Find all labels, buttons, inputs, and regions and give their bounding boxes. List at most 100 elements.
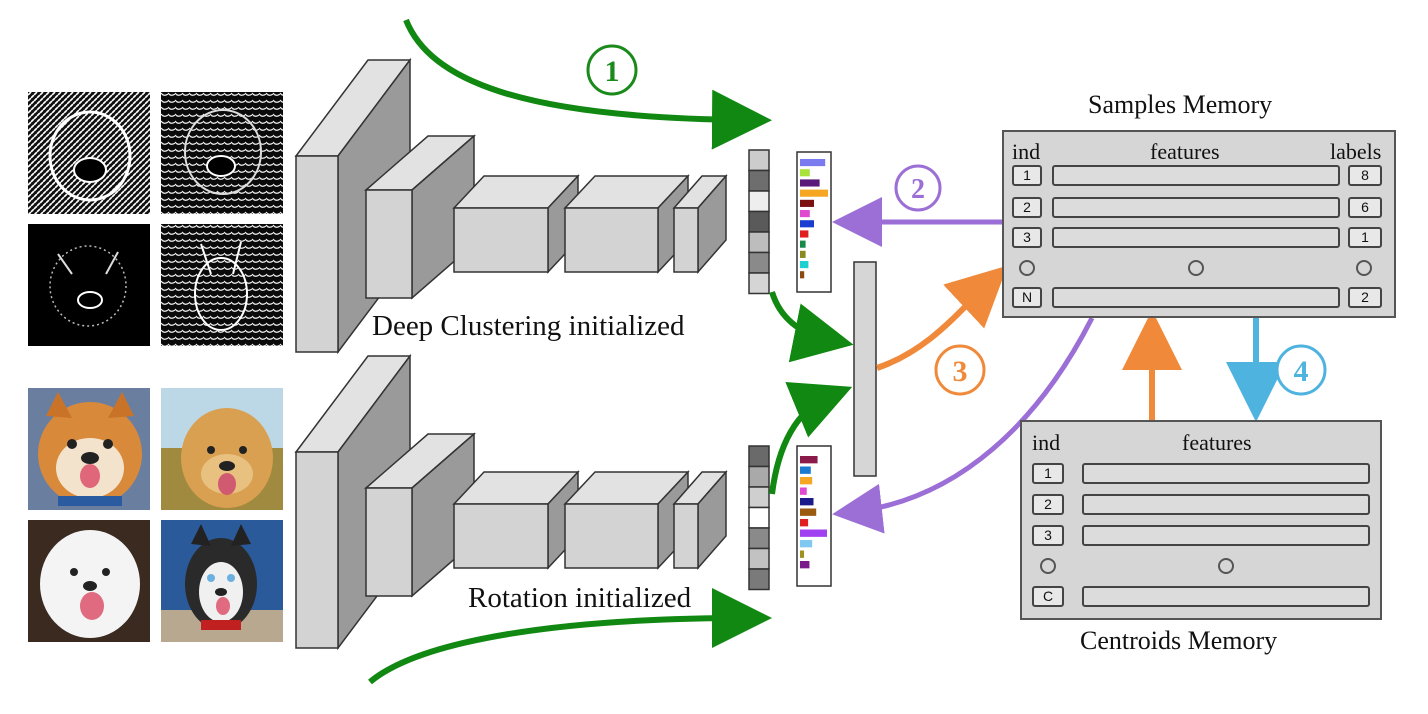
- histogram-bar: [800, 487, 807, 495]
- edge-image-1: [28, 92, 150, 214]
- centroids-memory-panel: ind features 1 2 3 C: [1020, 420, 1382, 620]
- samples-row-features: [1052, 165, 1340, 186]
- feature-cell: [748, 506, 770, 529]
- histogram-bar: [800, 508, 817, 516]
- dog-photo-shiba: [28, 388, 150, 510]
- arrow-step1-top: [403, 18, 772, 150]
- step-1-number: 1: [605, 55, 620, 88]
- feature-cell: [748, 486, 770, 509]
- histogram-top: [800, 159, 828, 279]
- samples-row-ind: 3: [1012, 227, 1042, 248]
- arrow-step3: [876, 265, 1008, 371]
- arrow-step1-bottom: [368, 588, 772, 685]
- ellipsis-dot: [1218, 558, 1234, 574]
- histogram-bar: [800, 466, 811, 474]
- feature-vector-top: [748, 149, 770, 295]
- histogram-bar: [800, 529, 827, 537]
- concat-feature-bar: [853, 261, 877, 477]
- dog-photo-samoyed: [28, 520, 150, 642]
- feature-cell: [748, 169, 770, 192]
- dog-photo-golden: [161, 388, 283, 510]
- ellipsis-dot: [1188, 260, 1204, 276]
- samples-row-features: [1052, 197, 1340, 218]
- step-3-number: 3: [953, 355, 968, 388]
- arrow-step2-bottom: [832, 316, 1095, 534]
- samples-header-ind: ind: [1012, 139, 1041, 164]
- step-4-number: 4: [1294, 355, 1309, 388]
- feature-cell: [748, 231, 770, 254]
- samples-row-ind: N: [1012, 287, 1042, 308]
- histogram-bar: [800, 519, 809, 527]
- samples-row-features: [1052, 287, 1340, 308]
- edge-image-3: [28, 224, 150, 346]
- feature-vector-bottom: [748, 445, 770, 591]
- histogram-bar: [800, 456, 818, 464]
- step-2-number: 2: [911, 174, 925, 205]
- histogram-bar: [800, 220, 814, 228]
- step-2-badge: 2: [894, 164, 942, 212]
- rotation-label: Rotation initialized: [468, 582, 692, 614]
- cnn-bottom: [294, 353, 728, 651]
- step-4-badge: 4: [1275, 344, 1327, 396]
- edge-image-4: [161, 224, 283, 346]
- samples-row-features: [1052, 227, 1340, 248]
- histogram-bar: [800, 561, 810, 569]
- samples-row-label: 6: [1348, 197, 1382, 218]
- arrow-top-to-concat: [769, 291, 854, 363]
- feature-cell: [748, 210, 770, 233]
- centroids-memory-title: Centroids Memory: [1080, 626, 1278, 655]
- step-3-badge: 3: [934, 344, 986, 396]
- histogram-bottom: [800, 456, 827, 569]
- feature-cell: [748, 149, 770, 172]
- feature-cell: [748, 527, 770, 550]
- samples-row-ind: 1: [1012, 165, 1042, 186]
- histogram-bar: [800, 477, 813, 485]
- samples-header-labels: labels: [1330, 139, 1382, 164]
- histogram-bar: [800, 210, 810, 218]
- histogram-bar: [800, 250, 806, 258]
- centroids-row-features: [1082, 463, 1370, 484]
- feature-cell: [748, 465, 770, 488]
- histogram-bar: [800, 261, 809, 269]
- histogram-bar: [800, 199, 814, 207]
- samples-row-ind: 2: [1012, 197, 1042, 218]
- dog-photo-husky: [161, 520, 283, 642]
- samples-memory-panel: ind features labels 1 8 2 6 3 1 N 2: [1002, 130, 1396, 318]
- histogram-bar: [800, 189, 828, 197]
- centroids-row-ind: 3: [1032, 525, 1064, 546]
- centroids-row-ind: 2: [1032, 494, 1064, 515]
- feature-cell: [748, 568, 770, 591]
- feature-cell: [748, 272, 770, 295]
- edge-image-2: [161, 92, 283, 214]
- centroids-row-features: [1082, 525, 1370, 546]
- feature-cell: [748, 547, 770, 570]
- centroids-row-features: [1082, 586, 1370, 607]
- histogram-bar: [800, 271, 805, 279]
- feature-cell: [748, 251, 770, 274]
- cnn-top: [294, 57, 728, 355]
- histogram-bar: [800, 179, 820, 187]
- arrow-bottom-to-concat: [769, 381, 853, 495]
- histogram-bar: [800, 159, 826, 167]
- deep-clustering-label: Deep Clustering initialized: [372, 310, 685, 342]
- step-1-badge: 1: [586, 44, 638, 96]
- ellipsis-dot: [1040, 558, 1056, 574]
- samples-header-features: features: [1150, 139, 1220, 164]
- histogram-bar: [800, 230, 809, 238]
- histogram-bar: [800, 540, 813, 548]
- centroids-row-ind: 1: [1032, 463, 1064, 484]
- feature-cell: [748, 445, 770, 468]
- centroids-row-features: [1082, 494, 1370, 515]
- centroids-row-ind: C: [1032, 586, 1064, 607]
- samples-row-label: 2: [1348, 287, 1382, 308]
- samples-row-label: 8: [1348, 165, 1382, 186]
- ellipsis-dot: [1019, 260, 1035, 276]
- ellipsis-dot: [1356, 260, 1372, 276]
- samples-memory-title: Samples Memory: [1088, 90, 1273, 119]
- centroids-header-ind: ind: [1032, 430, 1061, 455]
- histogram-bar: [800, 169, 810, 177]
- samples-row-label: 1: [1348, 227, 1382, 248]
- histogram-bar: [800, 550, 805, 558]
